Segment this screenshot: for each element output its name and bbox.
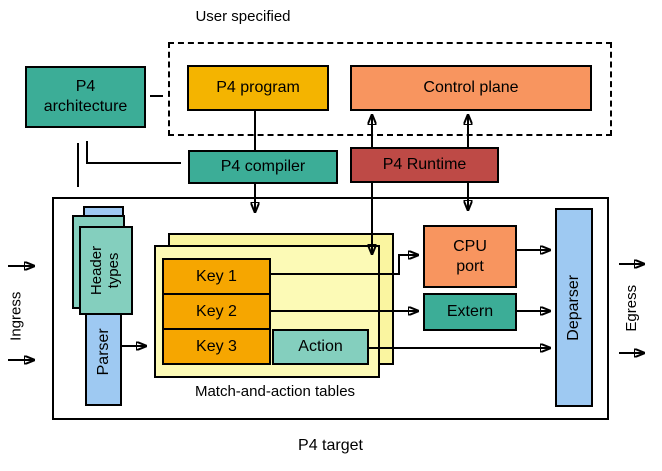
p4-program-box: P4 program xyxy=(187,65,329,111)
key-2-box: Key 2 xyxy=(162,293,271,330)
user-specified-label: User specified xyxy=(195,8,291,25)
egress-label-wrap: Egress xyxy=(615,270,649,346)
egress-label: Egress xyxy=(622,284,640,332)
control-plane-box: Control plane xyxy=(350,65,592,111)
action-box: Action xyxy=(272,329,369,365)
key-1-box: Key 1 xyxy=(162,258,271,295)
key-3-box: Key 3 xyxy=(162,328,271,365)
ingress-label: Ingress xyxy=(7,291,25,341)
parser-label: Parser xyxy=(94,328,112,376)
p4-runtime-box: P4 Runtime xyxy=(350,147,499,183)
header-types-box: Header types xyxy=(79,226,133,315)
cpu-port-box: CPU port xyxy=(423,225,517,288)
deparser-label: Deparser xyxy=(565,274,583,341)
p4-target-box xyxy=(52,197,609,420)
architecture-to-compiler-line xyxy=(86,141,181,164)
user-specified-group-box xyxy=(168,42,612,136)
deparser-box: Deparser xyxy=(555,208,593,407)
ingress-label-wrap: Ingress xyxy=(0,281,34,351)
p4-target-caption: P4 target xyxy=(298,437,363,454)
p4-architecture-box: P4 architecture xyxy=(25,66,146,128)
extern-box: Extern xyxy=(423,293,517,331)
match-tables-caption: Match-and-action tables xyxy=(194,383,356,400)
p4-compiler-box: P4 compiler xyxy=(188,150,338,184)
header-types-label: Header types xyxy=(88,245,122,296)
